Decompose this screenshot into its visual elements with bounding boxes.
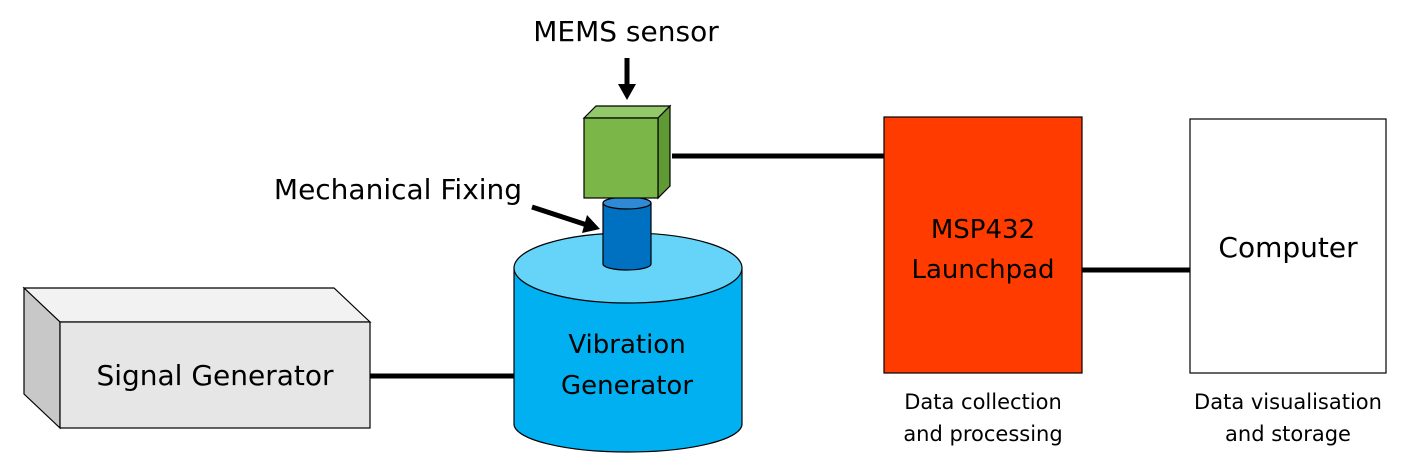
msp432-label-line2: Launchpad xyxy=(911,255,1054,285)
signal-generator-top-face xyxy=(22,287,372,323)
signal-generator-front-face xyxy=(59,321,371,429)
signal-generator-label: Signal Generator xyxy=(96,359,334,392)
computer-label: Computer xyxy=(1218,231,1358,264)
vibration-generator-label-line1: Vibration xyxy=(568,330,685,360)
computer-box xyxy=(1189,118,1387,374)
mems-sensor-label: MEMS sensor xyxy=(533,15,719,48)
mechanical-fixing-label: Mechanical Fixing xyxy=(274,173,522,206)
mems-sensor-top-face xyxy=(582,105,672,119)
signal-generator: Signal Generator xyxy=(22,286,372,430)
computer-caption-line1: Data visualisation xyxy=(1194,390,1382,414)
msp432-launchpad-box xyxy=(883,116,1083,374)
computer: Computer Data visualisation and storage xyxy=(1189,118,1387,446)
msp432-caption-line2: and processing xyxy=(903,422,1062,446)
msp432-launchpad: MSP432 Launchpad Data collection and pro… xyxy=(883,116,1083,446)
mechanical-fixing-arrow-icon xyxy=(531,204,600,233)
vibration-generator-label-line2: Generator xyxy=(561,371,693,401)
mechanical-fixing-body xyxy=(602,203,652,271)
mems-sensor-arrow-icon xyxy=(618,58,636,100)
mems-sensor xyxy=(582,104,672,200)
vibration-generator-body xyxy=(513,268,743,453)
mems-sensor-side-face xyxy=(657,104,671,200)
connections xyxy=(370,153,1190,379)
computer-caption-line2: and storage xyxy=(1225,422,1351,446)
mechanical-fixing-top xyxy=(602,196,652,210)
mechanical-fixing xyxy=(602,196,652,271)
msp432-label-line1: MSP432 xyxy=(931,215,1035,245)
mems-sensor-front-face xyxy=(583,117,659,199)
msp432-caption-line1: Data collection xyxy=(904,390,1062,414)
